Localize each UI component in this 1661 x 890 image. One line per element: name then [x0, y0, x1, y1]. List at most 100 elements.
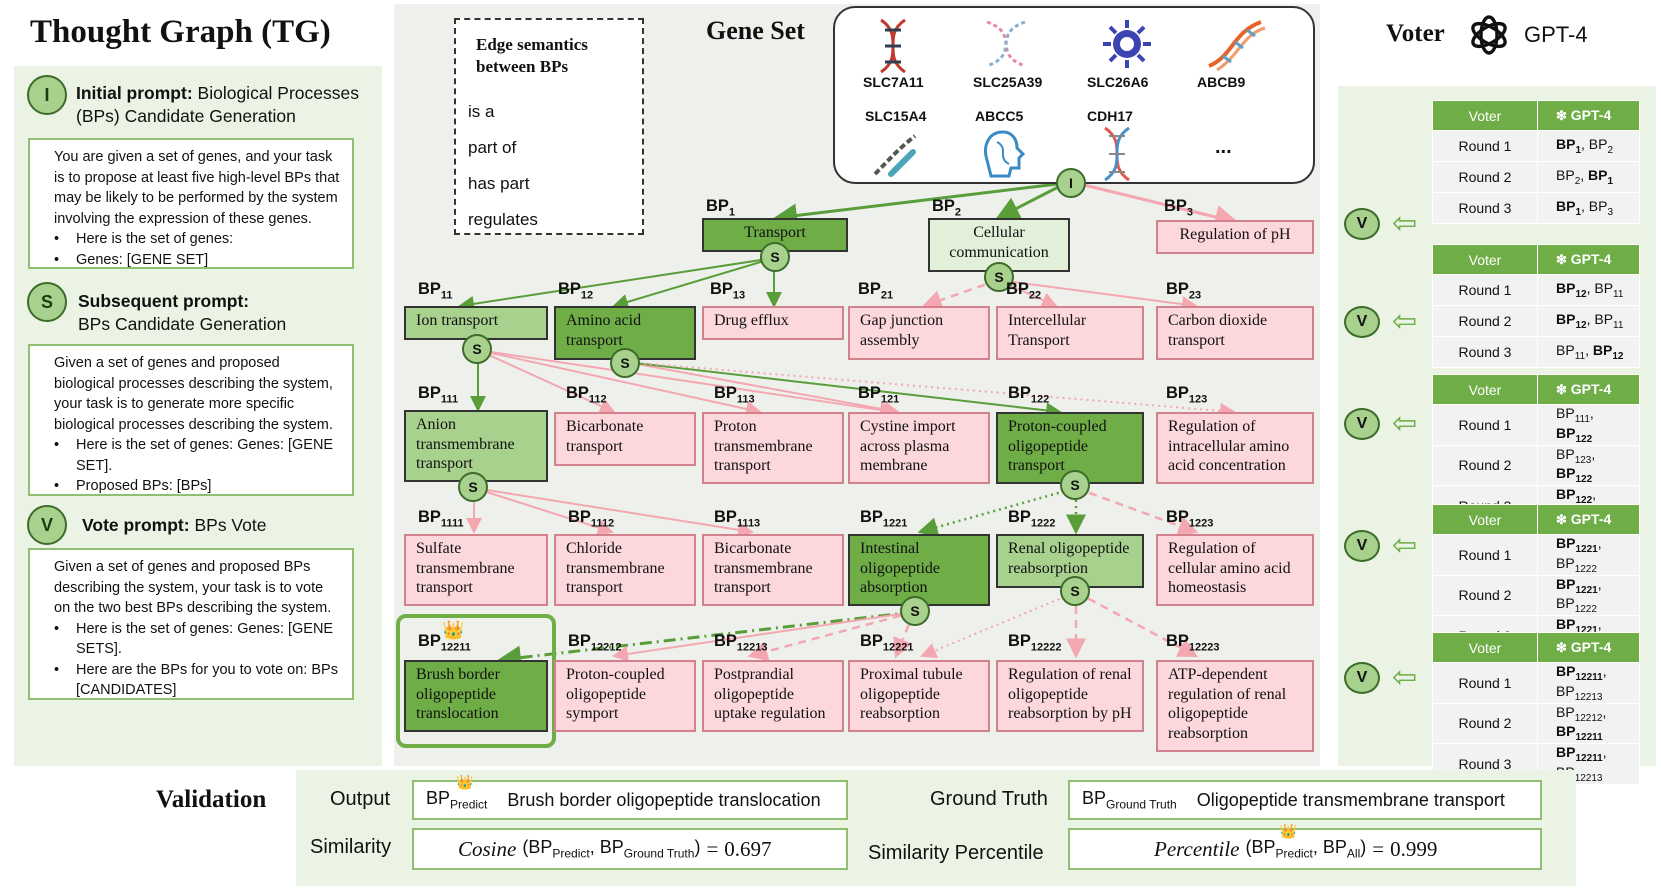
node-intercellular-transport[interactable]: Intercellular Transport [996, 306, 1144, 360]
vote-prompt-icon: V [27, 505, 67, 545]
bp-label: BP11 [418, 280, 453, 302]
gene-ellipsis: ... [1215, 136, 1232, 158]
dna-icon [880, 18, 906, 74]
node-sulfate-transmembrane-transport[interactable]: Sulfate transmembrane transport [404, 534, 548, 606]
node-brush-border-oligopeptide-translocation[interactable]: Brush border oligopeptide translocation [404, 660, 548, 732]
legend-part-of: part of [468, 138, 517, 157]
node-regulation-cellular-amino-acid-homeostasis[interactable]: Regulation of cellular amino acid homeos… [1156, 534, 1314, 606]
node-proximal-tubule-oligopeptide-reabsorption[interactable]: Proximal tubule oligopeptide reabsorptio… [848, 660, 990, 732]
node-gap-junction-assembly[interactable]: Gap junction assembly [848, 306, 990, 360]
bp-label: BP21 [858, 280, 894, 302]
vote-round-label: Round 1 [1432, 404, 1538, 446]
bp-ground-truth-symbol: BPGround Truth [1082, 788, 1177, 812]
node-chloride-transmembrane-transport[interactable]: Chloride transmembrane transport [554, 534, 696, 606]
vote-prompt-text: Given a set of genes and proposed BPs de… [54, 559, 332, 616]
percentile-box: Percentile (BPPredict, BPAll)👑 = 0.999 [1068, 823, 1542, 870]
node-proton-coupled-oligopeptide-symport[interactable]: Proton-coupled oligopeptide symport [554, 660, 696, 732]
vote-header-voter: Voter [1432, 100, 1538, 131]
bp-label: BP23 [1166, 280, 1202, 302]
voter-title: Voter [1386, 20, 1445, 47]
vote-prompt-bullet: Here is the set of genes: Genes: [GENE S… [54, 619, 342, 660]
node-proton-coupled-oligopeptide-transport[interactable]: Proton-coupled oligopeptide transport [996, 412, 1144, 484]
subsequent-prompt-text: Given a set of genes and proposed biolog… [54, 355, 333, 433]
subsequent-prompt-box: Given a set of genes and proposed biolog… [28, 344, 354, 496]
bp-label: BP12223 [1166, 632, 1220, 654]
node-anion-transmembrane-transport[interactable]: Anion transmembrane transport [404, 410, 548, 482]
vote-header-model: ❇ GPT-4 [1537, 632, 1640, 663]
node-regulation-of-ph[interactable]: Regulation of pH [1156, 220, 1314, 254]
node-regulation-intracellular-amino-acid[interactable]: Regulation of intracellular amino acid c… [1156, 412, 1314, 484]
gene-label: SLC15A4 [865, 108, 927, 124]
bp-label: BP12221 [860, 632, 914, 654]
percentile-value: 0.999 [1390, 836, 1438, 861]
legend-is-a: is a [468, 102, 495, 121]
node-carbon-dioxide-transport[interactable]: Carbon dioxide transport [1156, 306, 1314, 360]
output-label: Output [330, 788, 391, 810]
vote-round-label: Round 2 [1432, 702, 1538, 745]
bp-label: BP1113 [714, 508, 761, 530]
thought-graph-title: Thought Graph (TG) [30, 14, 331, 50]
bp-label: BP22 [1006, 280, 1042, 302]
node-bicarbonate-transmembrane-transport[interactable]: Bicarbonate transmembrane transport [702, 534, 844, 606]
vote-result: BP123, BP122 [1537, 444, 1640, 487]
output-text: Brush border oligopeptide translocation [507, 789, 821, 810]
gene-label: ABCC5 [975, 108, 1024, 124]
node-atp-dependent-regulation[interactable]: ATP-dependent regulation of renal oligop… [1156, 660, 1314, 752]
bp-label: BP121 [858, 384, 900, 406]
node-proton-transmembrane-transport[interactable]: Proton transmembrane transport [702, 412, 844, 484]
subsequent-icon: S [984, 262, 1014, 292]
vote-prompt-heading: Vote prompt: BPs Vote [82, 515, 267, 535]
node-intestinal-oligopeptide-absorption[interactable]: Intestinal oligopeptide absorption [848, 534, 990, 606]
subsequent-icon: S [900, 596, 930, 626]
bp-label: BP12213 [714, 632, 768, 654]
vote-header-voter: Voter [1432, 374, 1538, 405]
node-drug-efflux[interactable]: Drug efflux [702, 306, 844, 340]
virus-icon [1103, 20, 1151, 68]
vote-result: BP12, BP11 [1537, 274, 1640, 306]
dna-strand-icon [986, 20, 1026, 68]
node-regulation-renal-oligopeptide-by-ph[interactable]: Regulation of renal oligopeptide reabsor… [996, 660, 1144, 732]
vote-result: BP1, BP2 [1537, 130, 1640, 162]
helix-icon [1104, 126, 1130, 182]
vote-round-label: Round 2 [1432, 444, 1538, 487]
bp-label: BP1223 [1166, 508, 1214, 530]
node-postprandial-oligopeptide-uptake[interactable]: Postprandial oligopeptide uptake regulat… [702, 660, 844, 732]
validation-title: Validation [156, 786, 267, 813]
vote-header-voter: Voter [1432, 244, 1538, 275]
gene-label: ABCB9 [1197, 74, 1246, 90]
initial-icon: I [1056, 168, 1086, 198]
vote-table-header: Voter❇ GPT-4 [1432, 632, 1640, 663]
vote-result: BP1221, BP1222 [1537, 534, 1640, 576]
crown-icon: 👑 [1279, 823, 1297, 840]
double-helix-icon [1208, 20, 1266, 72]
bp-label: BP13 [710, 280, 746, 302]
vote-round-label: Round 3 [1432, 336, 1538, 368]
vote-result: BP12211, BP12213 [1537, 662, 1640, 704]
node-cystine-import[interactable]: Cystine import across plasma membrane [848, 412, 990, 484]
ground-truth-text: Oligopeptide transmembrane transport [1196, 789, 1505, 810]
node-bicarbonate-transport[interactable]: Bicarbonate transport [554, 412, 696, 466]
openai-logo-icon [1471, 15, 1507, 55]
gene-label: SLC7A11 [863, 74, 924, 90]
vote-table-header: Voter❇ GPT-4 [1432, 504, 1640, 535]
vote-round-label: Round 1 [1432, 534, 1538, 576]
bp-label: BP122 [1008, 384, 1050, 406]
subsequent-icon: S [610, 348, 640, 378]
node-ion-transport[interactable]: Ion transport [404, 306, 548, 340]
bp-label: BP12222 [1008, 632, 1062, 654]
vote-header-voter: Voter [1432, 504, 1538, 535]
vote-arrow-icon: ⇦ [1392, 305, 1418, 338]
subsequent-prompt-bullet: Proposed BPs: [BPs] [54, 476, 342, 497]
vote-icon: V [1344, 530, 1380, 562]
subsequent-icon: S [1060, 576, 1090, 606]
legend-regulates: regulates [468, 210, 538, 229]
vote-prompt-bullet: Here are the BPs for you to vote on: BPs… [54, 660, 342, 701]
vote-round-label: Round 1 [1432, 274, 1538, 306]
gene-label: SLC26A6 [1087, 74, 1149, 90]
vote-icon: V [1344, 306, 1380, 338]
